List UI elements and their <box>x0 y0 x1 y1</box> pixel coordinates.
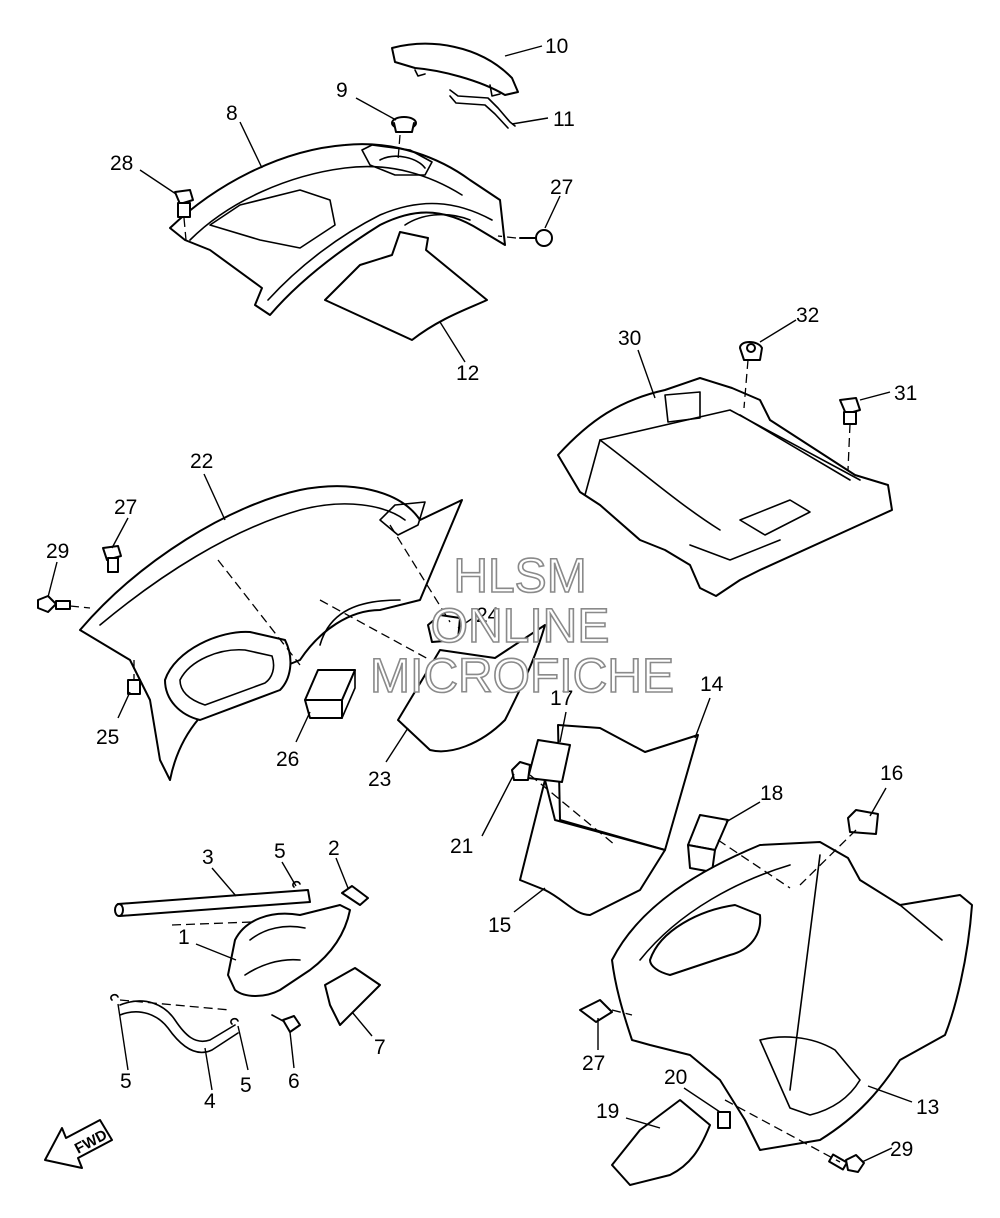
callout-27-bottom: 27 <box>582 1052 605 1075</box>
frame-part-30 <box>557 377 893 597</box>
rear-fender-cap-part-10 <box>391 42 519 97</box>
callout-27-top: 27 <box>550 176 573 199</box>
plate-part-12 <box>324 231 488 341</box>
callout-7: 7 <box>374 1036 386 1059</box>
callout-3: 3 <box>202 846 214 869</box>
callout-19: 19 <box>596 1100 619 1123</box>
tank-part-1 <box>227 904 351 997</box>
callout-23: 23 <box>368 768 391 791</box>
callout-29-left: 29 <box>46 540 69 563</box>
callout-18: 18 <box>760 782 783 805</box>
watermark: HLSM ONLINE MICROFICHE <box>369 549 675 704</box>
callout-5-top: 5 <box>274 840 286 863</box>
rear-fender-part-8 <box>169 143 506 316</box>
callout-27-mid: 27 <box>114 496 137 519</box>
callout-28: 28 <box>110 152 133 175</box>
hose-part-4 <box>119 1000 239 1054</box>
callout-10: 10 <box>545 35 568 58</box>
callout-26: 26 <box>276 748 299 771</box>
mat-part-23 <box>397 624 546 753</box>
mat-part-19 <box>611 1099 711 1186</box>
panel-part-14 <box>557 724 699 851</box>
watermark-line-3: MICROFICHE <box>370 650 674 703</box>
callout-24: 24 <box>476 604 500 627</box>
callout-14: 14 <box>700 673 724 696</box>
bolt-part-27-top <box>519 229 553 247</box>
callout-25: 25 <box>96 726 119 749</box>
damper-part-21 <box>511 761 531 781</box>
side-cover-part-22 <box>79 485 463 781</box>
pad-part-24 <box>427 614 461 643</box>
callout-17: 17 <box>550 687 573 710</box>
bolt-part-27-mid <box>102 545 122 573</box>
watermark-line-2: ONLINE <box>431 600 610 653</box>
bolt-part-6 <box>271 1014 301 1033</box>
tape-part-17 <box>527 739 571 783</box>
callout-1: 1 <box>178 926 190 949</box>
bolt-part-29-right <box>828 1153 865 1173</box>
callout-labels: 10 11 9 8 28 27 12 32 30 31 22 27 29 25 … <box>46 35 939 1161</box>
callout-15: 15 <box>488 914 511 937</box>
callout-21: 21 <box>450 835 473 858</box>
watermark-line-1: HLSM <box>453 550 586 603</box>
callout-29-right: 29 <box>890 1138 913 1161</box>
callout-32: 32 <box>796 304 819 327</box>
bolt-part-28 <box>174 189 194 218</box>
callout-22: 22 <box>190 450 213 473</box>
callout-2: 2 <box>328 837 340 860</box>
callout-31: 31 <box>894 382 917 405</box>
fwd-direction-arrow: FWD <box>44 1119 113 1169</box>
callout-5-right: 5 <box>240 1074 252 1097</box>
rod-part-3 <box>114 889 311 917</box>
clamp-part-5-c <box>230 1017 239 1025</box>
callout-16: 16 <box>880 762 903 785</box>
clip-part-32 <box>739 341 763 361</box>
grommet-part-9 <box>391 116 417 133</box>
callout-30: 30 <box>618 327 641 350</box>
bolt-part-29-left <box>37 595 71 613</box>
callout-5-left: 5 <box>120 1070 132 1093</box>
alignment-lines <box>69 134 857 1163</box>
bracket-part-7 <box>324 967 381 1026</box>
callout-20: 20 <box>664 1066 687 1089</box>
foam-pad-part-26 <box>304 669 356 719</box>
nut-part-25 <box>127 679 141 695</box>
callout-8: 8 <box>226 102 238 125</box>
callout-13: 13 <box>916 1096 939 1119</box>
clamp-part-5-a <box>292 880 301 888</box>
bolt-part-31 <box>839 397 861 425</box>
side-cover-part-13 <box>611 841 973 1151</box>
callout-12: 12 <box>456 362 479 385</box>
callout-4: 4 <box>204 1090 216 1113</box>
cap-part-2 <box>341 885 369 906</box>
leader-lines <box>47 45 913 1163</box>
callout-6: 6 <box>288 1070 300 1093</box>
callout-11: 11 <box>553 108 575 131</box>
panel-part-15 <box>519 779 666 916</box>
bracket-part-11 <box>449 89 516 129</box>
pad-part-16 <box>847 809 879 835</box>
nut-part-20 <box>717 1111 731 1129</box>
callout-9: 9 <box>336 79 348 102</box>
bolt-part-27-bottom <box>579 999 613 1023</box>
clamp-part-5-b <box>110 993 119 1001</box>
